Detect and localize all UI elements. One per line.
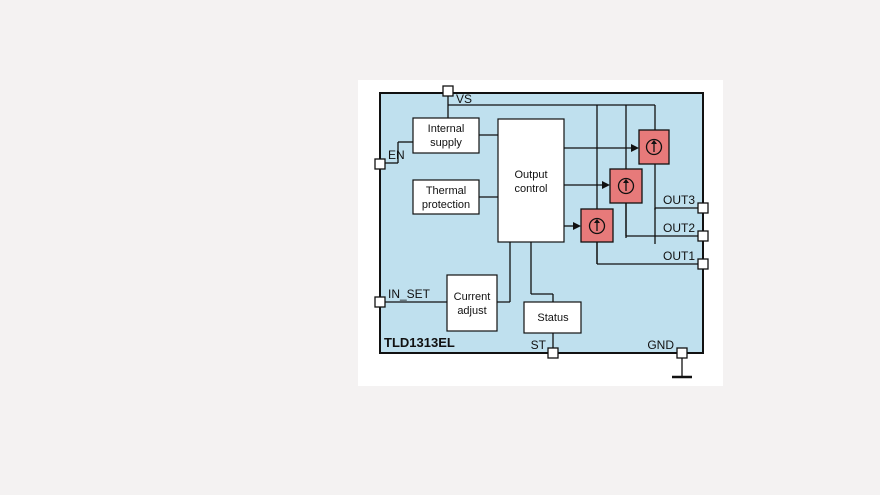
pin-st: [547, 347, 559, 359]
pin-label-gnd: GND: [647, 338, 674, 352]
current-source-out3: [638, 129, 670, 165]
output-control-label-2: control: [514, 183, 547, 195]
pin-label-en: EN: [388, 148, 405, 162]
thermal-protection-label-2: protection: [422, 199, 470, 211]
current-adjust-label-1: Current: [454, 291, 491, 303]
internal-supply-label-1: Internal: [428, 123, 465, 135]
current-source-out1: [580, 208, 614, 243]
current-adjust-block: Current adjust: [446, 274, 498, 332]
pin-out3: [697, 202, 709, 214]
output-control-label-1: Output: [514, 169, 547, 181]
internal-supply-label-2: supply: [430, 137, 462, 149]
pin-label-in-set: IN_SET: [388, 287, 431, 301]
pin-out2: [697, 230, 709, 242]
pin-label-out1: OUT1: [663, 249, 695, 263]
pin-in-set: [374, 296, 386, 308]
pin-label-out3: OUT3: [663, 193, 695, 207]
pin-label-st: ST: [531, 338, 547, 352]
thermal-protection-label-1: Thermal: [426, 185, 466, 197]
wires: [383, 96, 701, 379]
status-label: Status: [537, 312, 569, 324]
pin-label-vs: VS: [456, 92, 472, 106]
pin-out1: [697, 258, 709, 270]
arrow-heads: [573, 144, 639, 230]
pin-vs: [442, 85, 454, 97]
pin-gnd: [676, 347, 688, 359]
internal-supply-block: Internal supply: [412, 117, 480, 154]
status-block: Status: [523, 301, 582, 334]
block-diagram: Internal supply Thermal protection Outpu…: [374, 85, 709, 379]
current-source-out2: [609, 168, 643, 204]
pin-en: [374, 158, 386, 170]
current-adjust-label-2: adjust: [457, 305, 486, 317]
block-diagram-card: Internal supply Thermal protection Outpu…: [358, 80, 723, 386]
thermal-protection-block: Thermal protection: [412, 179, 480, 215]
pin-label-out2: OUT2: [663, 221, 695, 235]
chip-name: TLD1313EL: [384, 335, 455, 350]
pins: [374, 85, 709, 359]
output-control-block: Output control: [497, 118, 565, 243]
